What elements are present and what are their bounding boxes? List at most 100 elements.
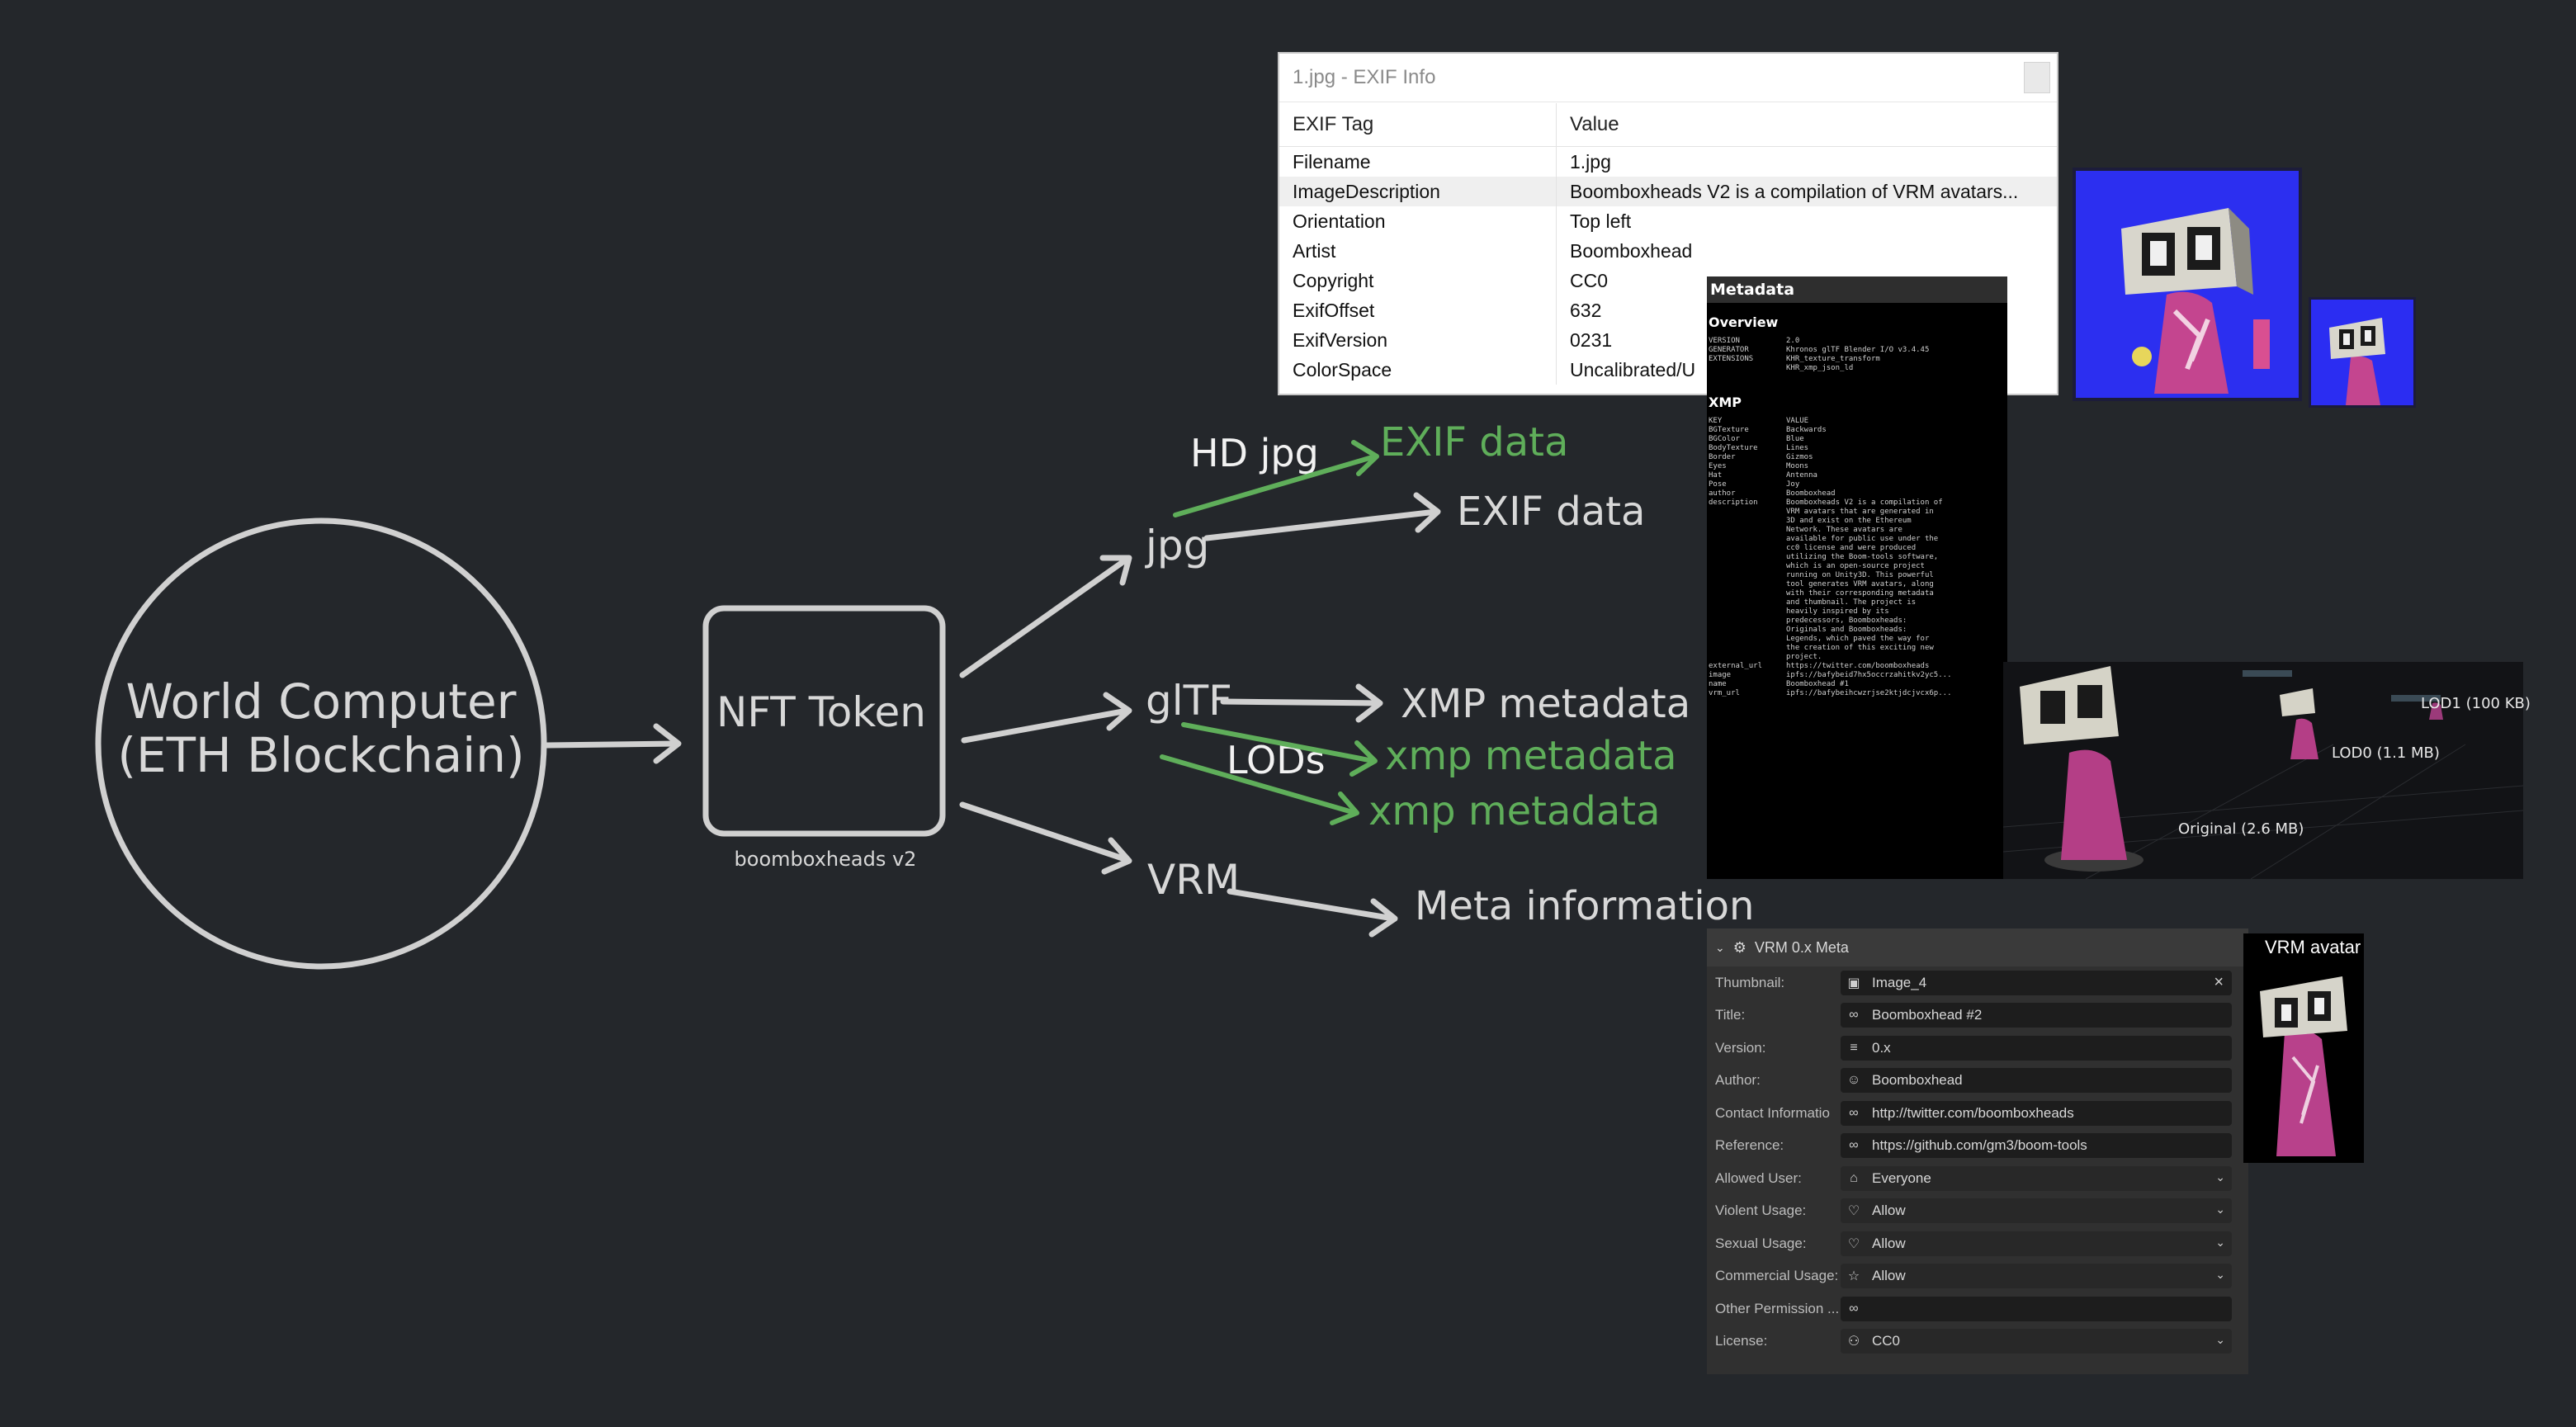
metadata-value: https://twitter.com/boomboxheads [1786,662,1930,670]
vrm-text-field[interactable]: ≡0.x [1841,1035,2232,1061]
vrm-meta-row: Version: ≡0.x [1707,1032,2248,1065]
vrm-text-field[interactable]: ∞https://github.com/gm3/boom-tools [1841,1133,2232,1159]
exif-value-cell: Top left [1570,210,1632,232]
metadata-key: EXTENSIONS [1709,355,1754,363]
metadata-value: Antenna [1786,471,1817,480]
vrm-dropdown[interactable]: ⌂Everyone⌄ [1841,1165,2232,1191]
vrm-field-value: Boomboxhead #2 [1872,1007,1983,1023]
vrm-field-label: License: [1715,1333,1768,1349]
vrm-meta-row: Reference:∞https://github.com/gm3/boom-t… [1707,1130,2248,1163]
close-button[interactable] [2024,62,2050,93]
lods-label: LODs [1227,738,1326,782]
chevron-down-icon[interactable]: ⌄ [2215,1333,2225,1347]
metadata-value: Lines [1786,444,1809,452]
vrm-dropdown[interactable]: ☆Allow⌄ [1841,1264,2232,1289]
vrm-meta-row: Violent Usage:♡Allow⌄ [1707,1195,2248,1228]
user-icon: ☺ [1846,1073,1861,1088]
arrow-vrm-to-meta [1227,888,1398,938]
vrm-text-field[interactable]: ∞ [1841,1296,2232,1321]
vrm-field-value: Image_4 [1872,974,1927,990]
exif-value-cell: 632 [1570,299,1602,321]
exif-value-cell: 0231 [1570,328,1613,351]
vrm-meta-row: Sexual Usage: ♡Allow⌄ [1707,1227,2248,1260]
vrm-meta-row: Other Permission ...∞ [1707,1292,2248,1325]
vrm-field-label: Title: [1715,1007,1746,1023]
world-computer-node [95,517,547,970]
chevron-down-icon[interactable]: ⌄ [2215,1235,2225,1249]
vrm-meta-header[interactable]: ⌄ ⚙ VRM 0.x Meta [1707,928,2248,966]
metadata-key: Hat [1709,471,1723,480]
vrm-text-field[interactable]: ∞Boomboxhead #2 [1841,1003,2232,1028]
xmp-metadata-green-label-1: xmp metadata [1385,733,1677,779]
metadata-value: KHR_texture_transform KHR_xmp_json_ld [1786,355,1880,372]
vrm-meta-row: Thumbnail:▣Image_4× [1707,966,2248,999]
lod-comparison-panel: LOD1 (100 KB) LOD0 (1.1 MB) Original (2.… [2002,662,2531,880]
exif-tag-cell: ExifOffset [1279,295,1557,325]
chevron-down-icon[interactable]: ⌄ [2215,1268,2225,1282]
vrm-text-field[interactable]: ▣Image_4× [1841,970,2232,995]
chevron-down-icon[interactable]: ⌄ [2215,1203,2225,1217]
exif-window-title: 1.jpg - EXIF Info [1293,66,1436,88]
vrm-text-field[interactable]: ∞http://twitter.com/boomboxheads [1841,1100,2232,1126]
vrm-field-value: http://twitter.com/boomboxheads [1872,1104,2074,1121]
vrm-dropdown[interactable]: ♡Allow⌄ [1841,1231,2232,1256]
broken-heart-icon: ♡ [1847,1204,1860,1219]
exif-table-row[interactable]: ExifOffset 632 [1279,295,2057,325]
vrm-dropdown[interactable]: ⚇CC0⌄ [1841,1329,2232,1354]
chevron-down-icon[interactable]: ⌄ [2215,1169,2225,1184]
vrm-field-label: Thumbnail: [1715,974,1785,990]
lod0-label: LOD0 (1.1 MB) [2332,744,2440,762]
vrm-field-value: CC0 [1872,1333,1901,1349]
avatar-image-small [2311,300,2413,405]
link-icon: ∞ [1849,1301,1859,1316]
vrm-dropdown[interactable]: ♡Allow⌄ [1841,1198,2232,1224]
exif-tag-column-header[interactable]: EXIF Tag [1279,103,1557,146]
vrm-field-label: Sexual Usage: [1715,1235,1807,1251]
metadata-key: Eyes [1709,462,1727,470]
vrm-icon: ⚙ [1732,938,1746,956]
vrm-field-label: Version: [1715,1039,1766,1056]
nft-subtitle: boomboxheads v2 [735,848,917,871]
vrm-text-field[interactable]: ☺Boomboxhead [1841,1068,2232,1094]
vrm-avatar-image [2243,933,2364,1163]
arrow-gltf-to-xmp [1220,683,1383,723]
metadata-key: description [1709,499,1758,507]
heart-icon: ♡ [1847,1236,1860,1251]
arrow-jpg-to-exif [1203,492,1441,541]
vrm-meta-panel: ⌄ ⚙ VRM 0.x Meta Thumbnail:▣Image_4×Titl… [1707,928,2248,1374]
chevron-down-icon[interactable]: ⌄ [1715,940,1725,954]
exif-tag-cell: Copyright [1279,266,1557,295]
gltf-label: glTF [1146,677,1232,725]
exif-tag-cell: ColorSpace [1279,355,1557,385]
vrm-meta-row: Contact Informatio∞http://twitter.com/bo… [1707,1097,2248,1130]
vrm-meta-row: Author:☺Boomboxhead [1707,1065,2248,1098]
metadata-row: EXTENSIONS KHR_texture_transform KHR_xmp_… [1707,355,2007,373]
avatar-image [2076,171,2299,398]
avatar-thumbnail-small [2309,297,2416,408]
clear-icon[interactable]: × [2214,972,2224,991]
metadata-value: Boomboxhead #1 [1786,680,1849,688]
exif-value-column-header[interactable]: Value [1570,113,1619,135]
arrow-lod-2 [1160,754,1359,825]
metadata-key: VERSION [1709,337,1740,345]
exif-info-window: 1.jpg - EXIF Info EXIF Tag Value Filenam… [1278,52,2058,395]
metadata-value: ipfs://bafybeihcwzrjse2ktjdcjvcx6p... [1786,689,1952,697]
metadata-key: Pose [1709,480,1727,489]
exif-value-cell: Boomboxhead [1570,239,1693,262]
